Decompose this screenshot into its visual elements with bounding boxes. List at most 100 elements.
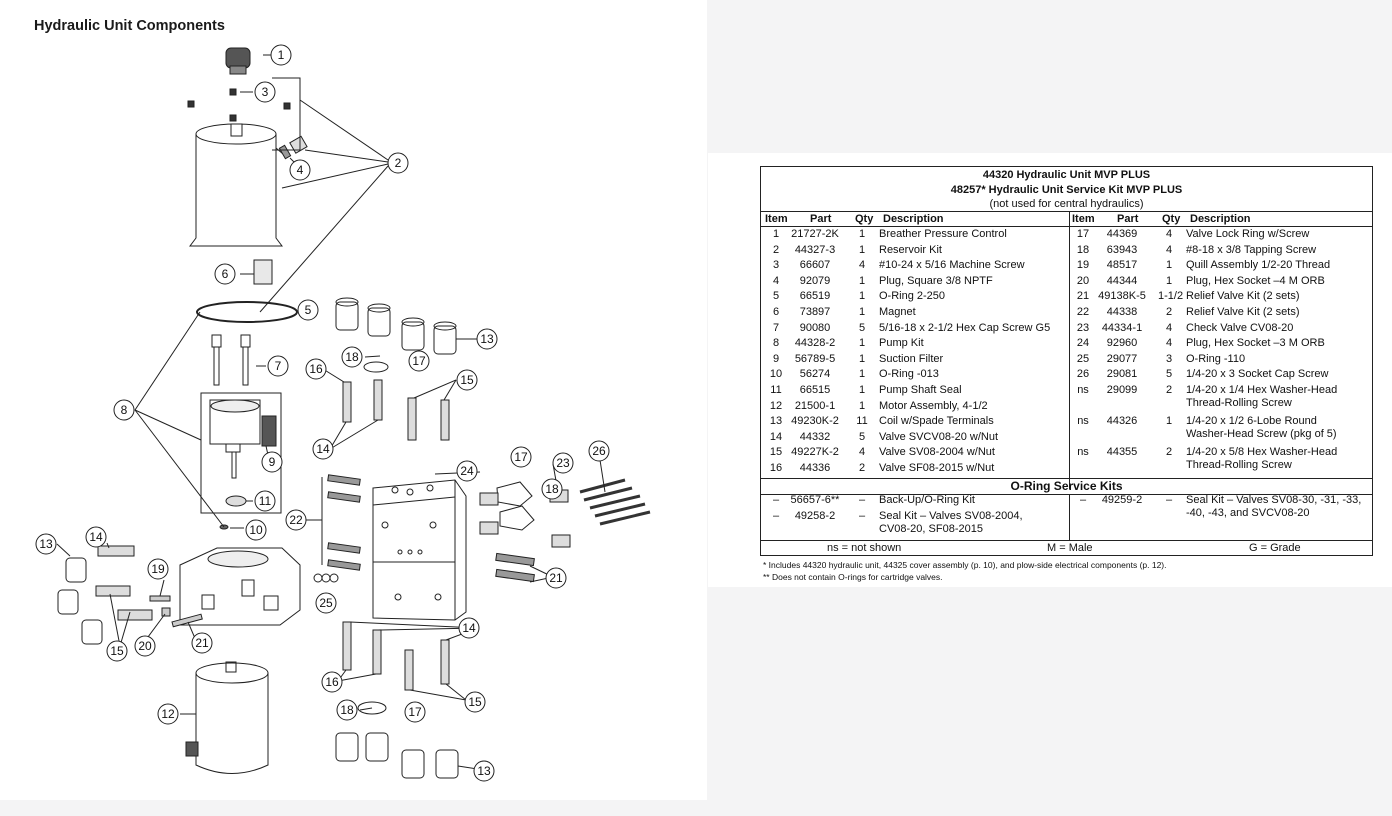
cell-item: – xyxy=(772,494,780,506)
cell-part: 44344 xyxy=(1106,274,1138,287)
callout-5: 5 xyxy=(305,303,312,317)
cell-qty: 3 xyxy=(1165,352,1173,365)
cell-item: 8 xyxy=(772,337,780,350)
cell-description: Pump Kit xyxy=(879,337,924,350)
footnote-2: ** Does not contain O-rings for cartridg… xyxy=(763,572,943,582)
cell-description: #10-24 x 5/16 Machine Screw xyxy=(879,259,1025,272)
cell-item: 14 xyxy=(769,430,783,443)
cell-item: 13 xyxy=(769,415,783,428)
callout-6: 6 xyxy=(222,267,229,281)
callout-21: 21 xyxy=(549,571,563,585)
cell-description: Valve SF08-2015 w/Nut xyxy=(879,462,995,474)
cell-item: 15 xyxy=(769,446,783,459)
cell-item: ns xyxy=(1077,446,1089,459)
cell-item: 11 xyxy=(770,384,782,396)
callout-16: 16 xyxy=(309,362,323,376)
cell-description: Valve Lock Ring w/Screw xyxy=(1186,228,1310,240)
cell-qty: 2 xyxy=(1165,446,1173,459)
motor-assembly-drawing xyxy=(185,661,269,774)
cell-part: 44328-2 xyxy=(794,337,836,350)
cell-qty: 2 xyxy=(858,462,866,474)
relief-valve-kit-22-drawing xyxy=(327,474,361,571)
cell-description-2: -40, -43, and SVCV08-20 xyxy=(1186,507,1310,519)
callout-7: 7 xyxy=(275,359,282,373)
cell-part: 66515 xyxy=(799,384,831,396)
manifold-block-drawing xyxy=(372,479,467,621)
col-description-right: Description xyxy=(1190,213,1251,225)
magnet-drawing xyxy=(253,259,273,285)
callout-26: 26 xyxy=(592,444,606,458)
cell-description: #8-18 x 3/8 Tapping Screw xyxy=(1186,243,1317,256)
cell-item: 7 xyxy=(772,321,780,334)
cell-part: 49138K-5 xyxy=(1098,290,1146,303)
cell-description-2: Thread-Rolling Screw xyxy=(1186,397,1292,409)
col-item-right: Item xyxy=(1072,213,1095,225)
cell-qty: 1 xyxy=(858,228,866,240)
callout-15: 15 xyxy=(468,695,482,709)
callout-13: 13 xyxy=(480,332,494,346)
table-title-2: 48257* Hydraulic Unit Service Kit MVP PL… xyxy=(950,183,1183,196)
o-rings-110-drawing xyxy=(313,573,339,583)
callout-14: 14 xyxy=(462,621,476,635)
cell-part: 29081 xyxy=(1106,368,1138,381)
table-title-1: 44320 Hydraulic Unit MVP PLUS xyxy=(982,169,1151,181)
cell-part: 29077 xyxy=(1106,352,1138,365)
callout-14: 14 xyxy=(89,530,103,544)
cell-description: Seal Kit – Valves SV08-30, -31, -33, xyxy=(1186,494,1362,506)
cell-part: 44355 xyxy=(1106,446,1138,459)
callout-15: 15 xyxy=(460,373,474,387)
callout-18: 18 xyxy=(545,482,559,496)
cell-item: 2 xyxy=(772,243,780,256)
cell-qty: 4 xyxy=(1165,337,1173,350)
callout-25: 25 xyxy=(319,596,333,610)
hex-cap-screws-drawing xyxy=(211,334,251,386)
col-part: Part xyxy=(810,213,832,225)
col-description: Description xyxy=(883,213,944,225)
cell-item: ns xyxy=(1077,384,1089,396)
cell-description: O-Ring 2-250 xyxy=(879,290,946,303)
cell-item: 22 xyxy=(1076,306,1090,318)
cell-item: ns xyxy=(1077,415,1089,428)
col-qty-right: Qty xyxy=(1162,213,1181,225)
cell-qty: 5 xyxy=(858,430,866,443)
cell-qty: 5 xyxy=(1165,368,1173,381)
cell-qty: 1 xyxy=(858,352,866,365)
cell-item: 26 xyxy=(1076,368,1090,381)
callout-13: 13 xyxy=(477,764,491,778)
cell-description: Valve SVCV08-20 w/Nut xyxy=(879,430,999,443)
relief-valve-kit-21-drawing xyxy=(495,552,535,583)
cell-item: 20 xyxy=(1076,274,1090,287)
cell-description: Relief Valve Kit (2 sets) xyxy=(1186,306,1300,318)
cell-description: 5/16-18 x 2-1/2 Hex Cap Screw G5 xyxy=(879,321,1051,334)
cell-part: 48517 xyxy=(1106,259,1138,272)
cell-qty: 1 xyxy=(858,399,866,412)
cell-part: 49258-2 xyxy=(794,510,836,522)
pump-kit-drawing xyxy=(200,392,282,514)
cell-description-2: Thread-Rolling Screw xyxy=(1186,459,1292,472)
column-divider xyxy=(1069,212,1070,489)
footnotes: * Includes 44320 hydraulic unit, 44325 c… xyxy=(763,559,1167,583)
coils-lower-drawing xyxy=(335,732,459,779)
callout-14: 14 xyxy=(316,442,330,456)
cell-description: Magnet xyxy=(879,306,916,318)
oring-kits-title: O-Ring Service Kits xyxy=(761,478,1372,495)
cell-qty: 1 xyxy=(858,384,866,396)
callout-17: 17 xyxy=(412,354,426,368)
cell-part: 21500-1 xyxy=(794,399,836,412)
cell-description: Pump Shaft Seal xyxy=(879,384,962,396)
cell-part: 66519 xyxy=(799,290,831,303)
valve-manifold-lower-drawing xyxy=(179,547,301,626)
cell-part: 56657-6** xyxy=(790,494,840,506)
breather-cap-drawing xyxy=(225,47,251,75)
cell-item: 6 xyxy=(772,306,780,318)
o-ring-drawing xyxy=(196,301,298,323)
cell-qty: 1 xyxy=(858,290,866,303)
callout-20: 20 xyxy=(138,639,152,653)
cell-part: 49259-2 xyxy=(1101,494,1143,506)
callout-1: 1 xyxy=(278,48,285,62)
cell-part: 49227K-2 xyxy=(791,446,839,459)
diagram-page xyxy=(0,0,707,800)
leader-lines xyxy=(56,54,606,771)
socket-cap-screws-drawing xyxy=(579,478,651,526)
cell-qty: 1 xyxy=(858,368,866,381)
